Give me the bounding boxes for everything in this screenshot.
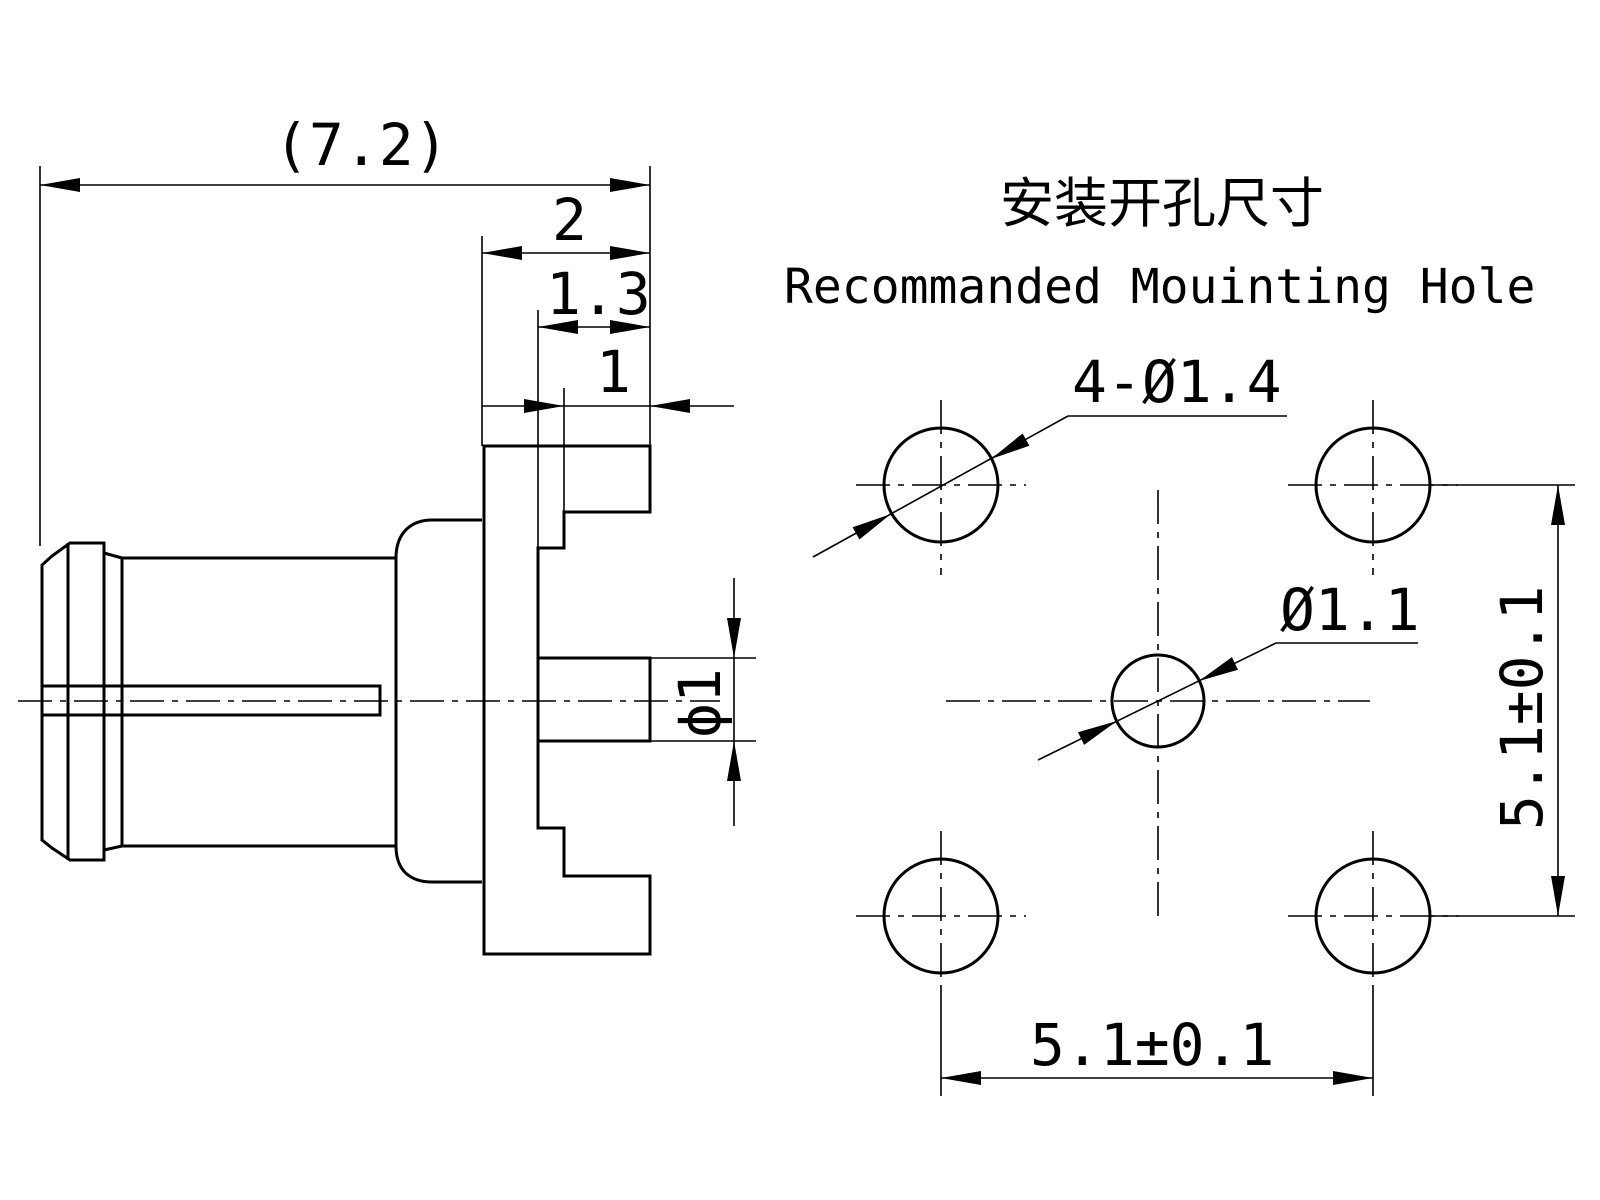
title-english: Recommanded Mouinting Hole — [784, 259, 1535, 315]
base-flange — [482, 444, 652, 956]
dim-spacing-horizontal: 5.1±0.1 — [1030, 1011, 1274, 1079]
hole-bottom-left — [856, 831, 1026, 990]
hole-top-left — [856, 400, 1026, 575]
hole-pattern-view: 安装开孔尺寸 Recommanded Mouinting Hole — [784, 172, 1575, 1096]
barrel-slot — [42, 684, 382, 717]
hole-bottom-right — [1288, 831, 1458, 990]
dim-1: 1 — [596, 338, 631, 406]
shoulder — [394, 518, 482, 884]
dim-2: 2 — [552, 186, 587, 254]
center-pin — [538, 656, 652, 743]
dim-pin-diameter: ϕ1 — [666, 668, 734, 738]
dim-1-3: 1.3 — [546, 260, 651, 328]
hole-center — [1110, 653, 1206, 749]
dim-spacing-vertical: 5.1±0.1 — [1488, 586, 1556, 830]
title-chinese: 安装开孔尺寸 — [1000, 172, 1324, 235]
connector-side-view: (7.2) 2 1.3 1 ϕ1 — [18, 111, 756, 956]
dim-center-hole: Ø1.1 — [1280, 576, 1420, 644]
barrel — [120, 556, 398, 848]
dim-overall-length: (7.2) — [274, 111, 449, 179]
hole-top-right — [1288, 400, 1458, 575]
dim-outer-holes: 4-Ø1.4 — [1072, 348, 1282, 416]
